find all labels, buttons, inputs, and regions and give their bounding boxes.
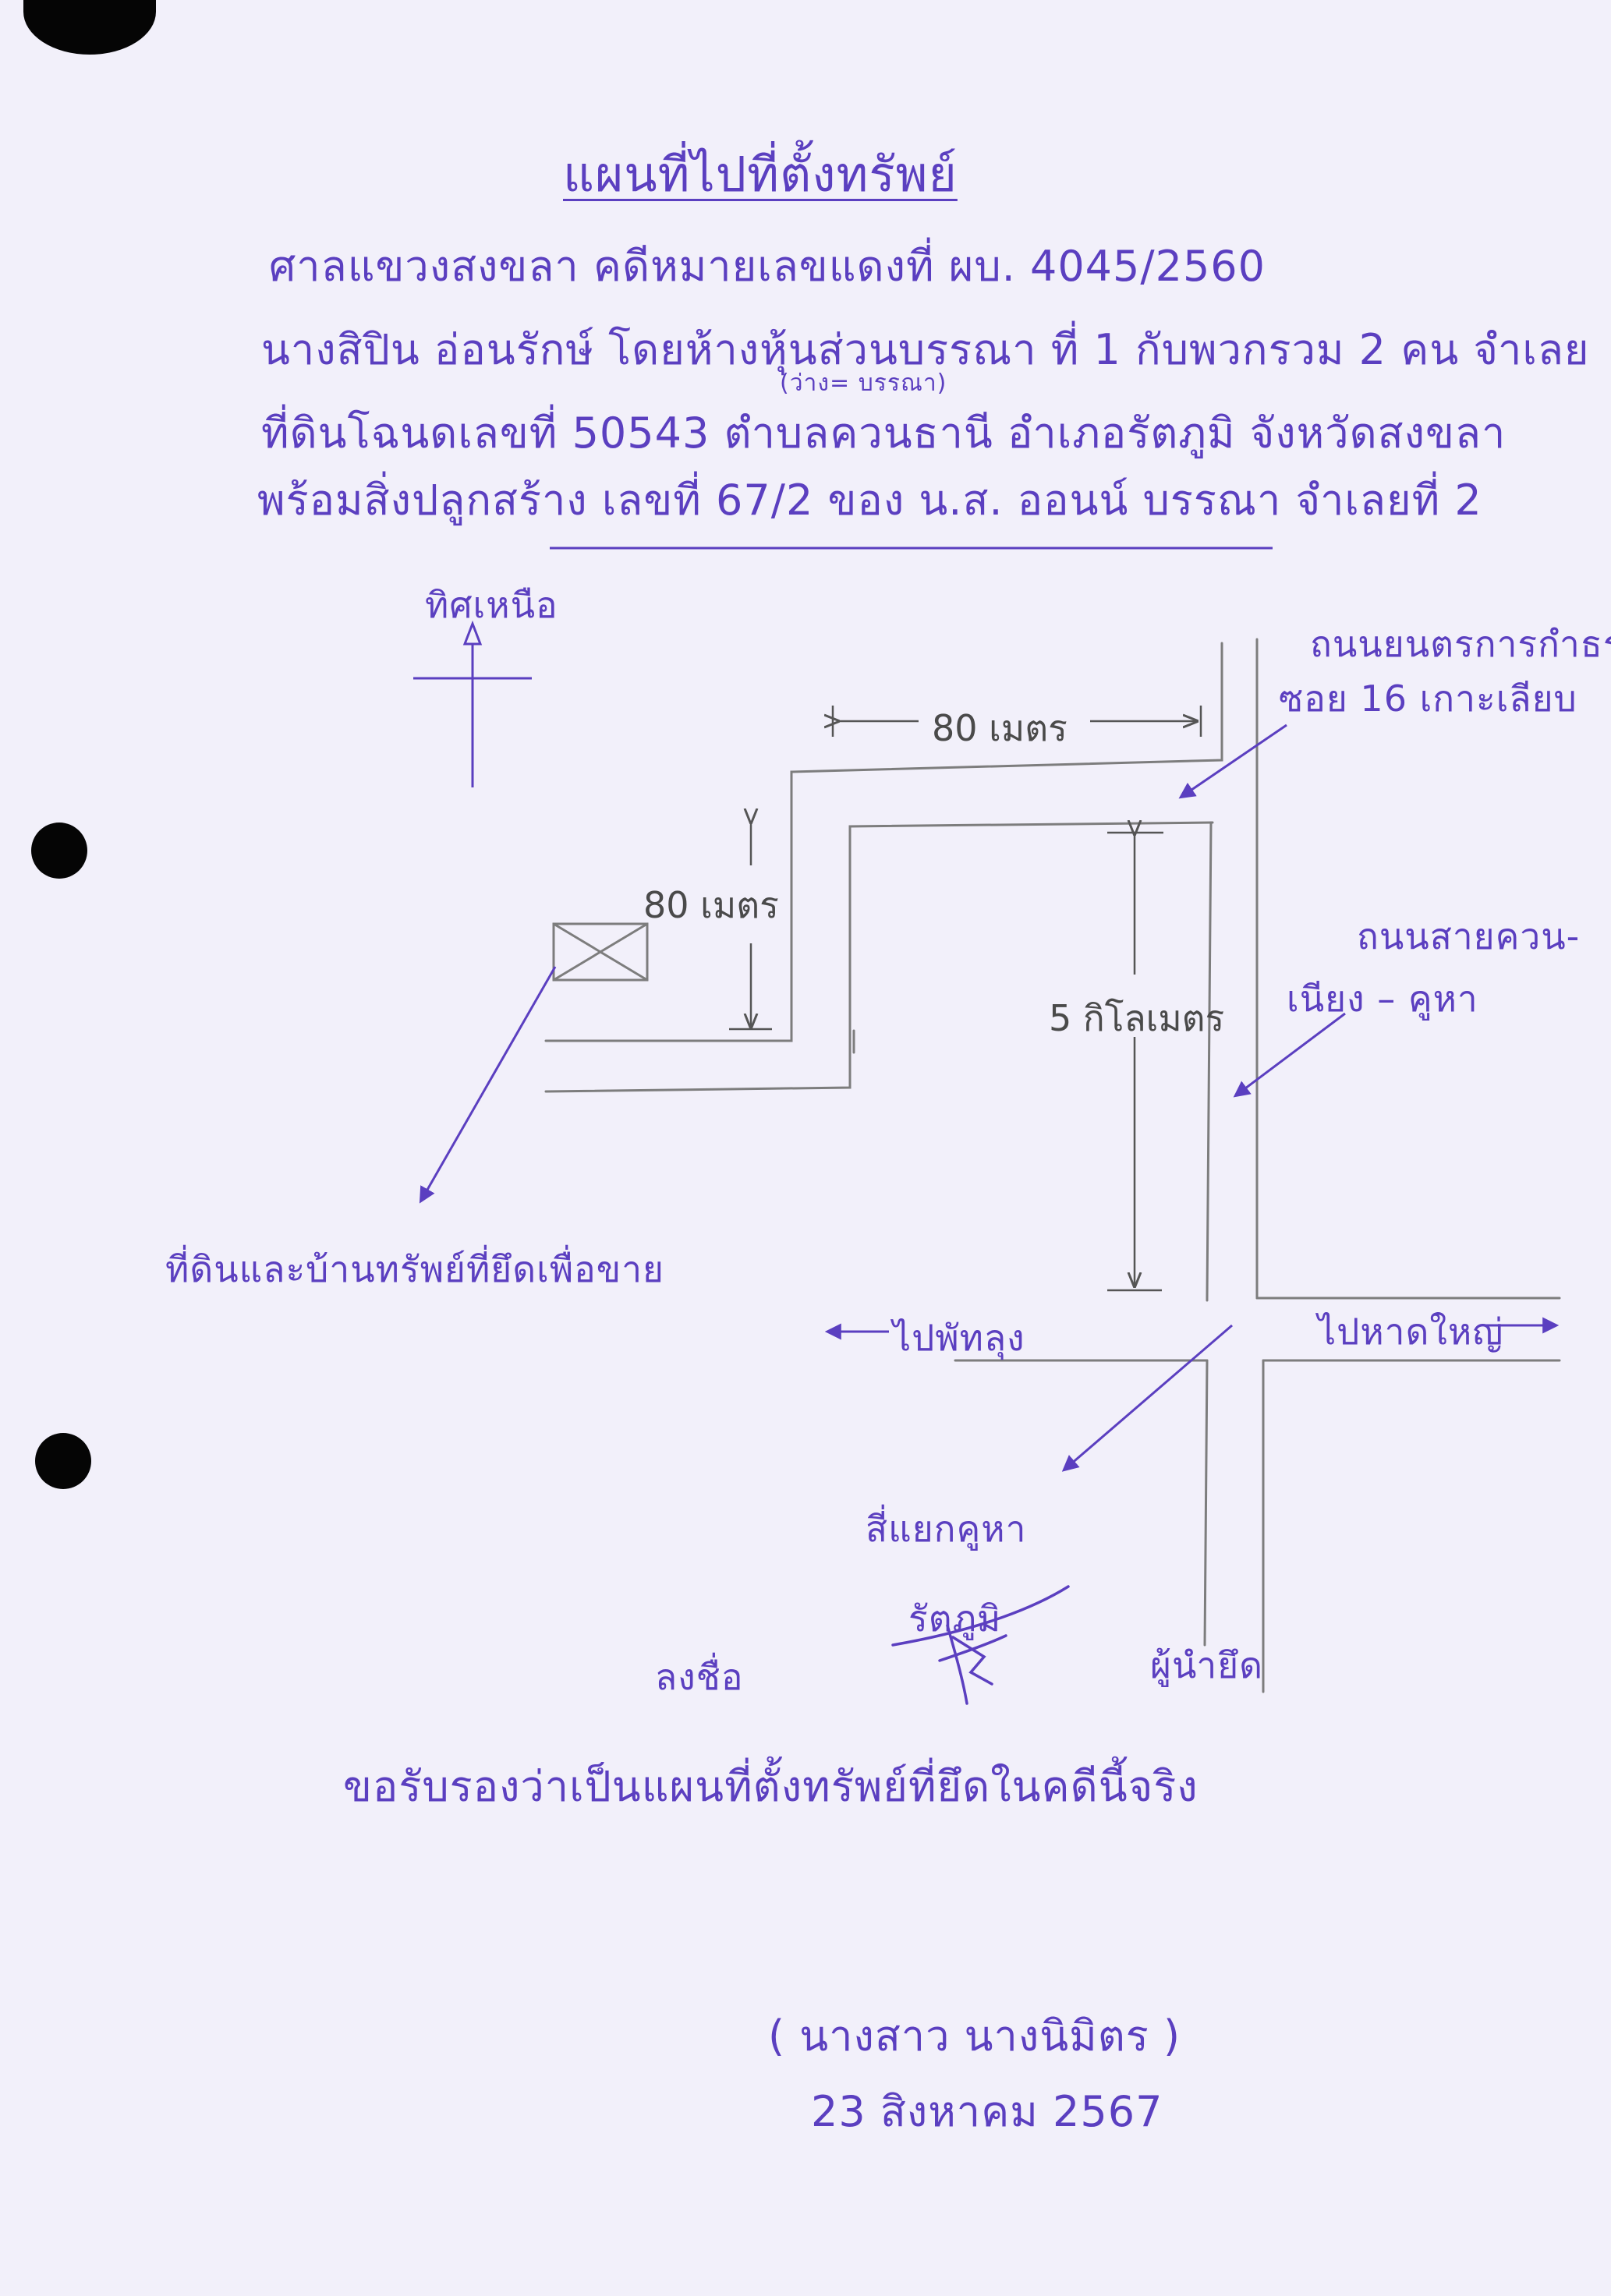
road-label-khuan-a: ถนนสายควน- (1357, 915, 1581, 957)
distance-left: 80 เมตร (643, 884, 779, 926)
land-deed-line: ที่ดินโฉนดเลขที่ 50543 ตำบลควนธานี อำเภอ… (261, 409, 1507, 458)
building-line: พร้อมสิ่งปลูกสร้าง เลขที่ 67/2 ของ น.ส. … (257, 476, 1482, 525)
road-label-soi16-b: ซอย 16 เกาะเลียบ (1279, 677, 1577, 720)
punch-hole-middle (31, 823, 87, 879)
south-label-rattaphum: รัตภูมิ (908, 1597, 1002, 1640)
dimension-lines (729, 706, 1202, 1292)
sign-label: ลงชื่อ (655, 1656, 744, 1698)
road-label-soi16-a: ถนนยนตรการกำธร (1310, 623, 1611, 665)
road-label-khuan-b: เนียง – คูหา (1287, 978, 1478, 1020)
roads (544, 638, 1561, 1693)
distance-center: 5 กิโลเมตร (1049, 997, 1225, 1039)
label-arrows (419, 723, 1560, 1472)
south-label-intersection: สี่แยกคูหา (866, 1508, 1027, 1550)
east-direction-label: ไปหาดใหญ่ (1318, 1311, 1504, 1353)
distance-top: 80 เมตร (932, 707, 1068, 749)
case-line: ศาลแขวงสงขลา คดีหมายเลขแดงที่ ผบ. 4045/2… (269, 242, 1266, 291)
signer-name: ( นางสาว นางนิมิตร ) (768, 2011, 1181, 2061)
north-compass (413, 620, 532, 787)
punch-hole-bottom (35, 1433, 91, 1489)
sign-date: 23 สิงหาคม 2567 (811, 2087, 1163, 2136)
north-label: ทิศเหนือ (425, 584, 558, 626)
signature-mark (891, 1585, 1070, 1705)
certification-text: ขอรับรองว่าเป็นแผนที่ตั้งทรัพย์ที่ยึดในค… (343, 1762, 1199, 1811)
signer-role: ผู้นำยึด (1150, 1644, 1264, 1686)
defendant-line: นางสิปิน อ่อนรักษ์ โดยห้างหุ้นส่วนบรรณา … (261, 325, 1590, 374)
page-title: แผนที่ไปที่ตั้งทรัพย์ (563, 146, 958, 203)
west-direction-label: ไปพัทลุง (893, 1317, 1025, 1359)
property-label: ที่ดินและบ้านทรัพย์ที่ยึดเพื่อขาย (165, 1248, 665, 1290)
defendant-note: (ว่าง= บรรณา) (780, 370, 947, 397)
